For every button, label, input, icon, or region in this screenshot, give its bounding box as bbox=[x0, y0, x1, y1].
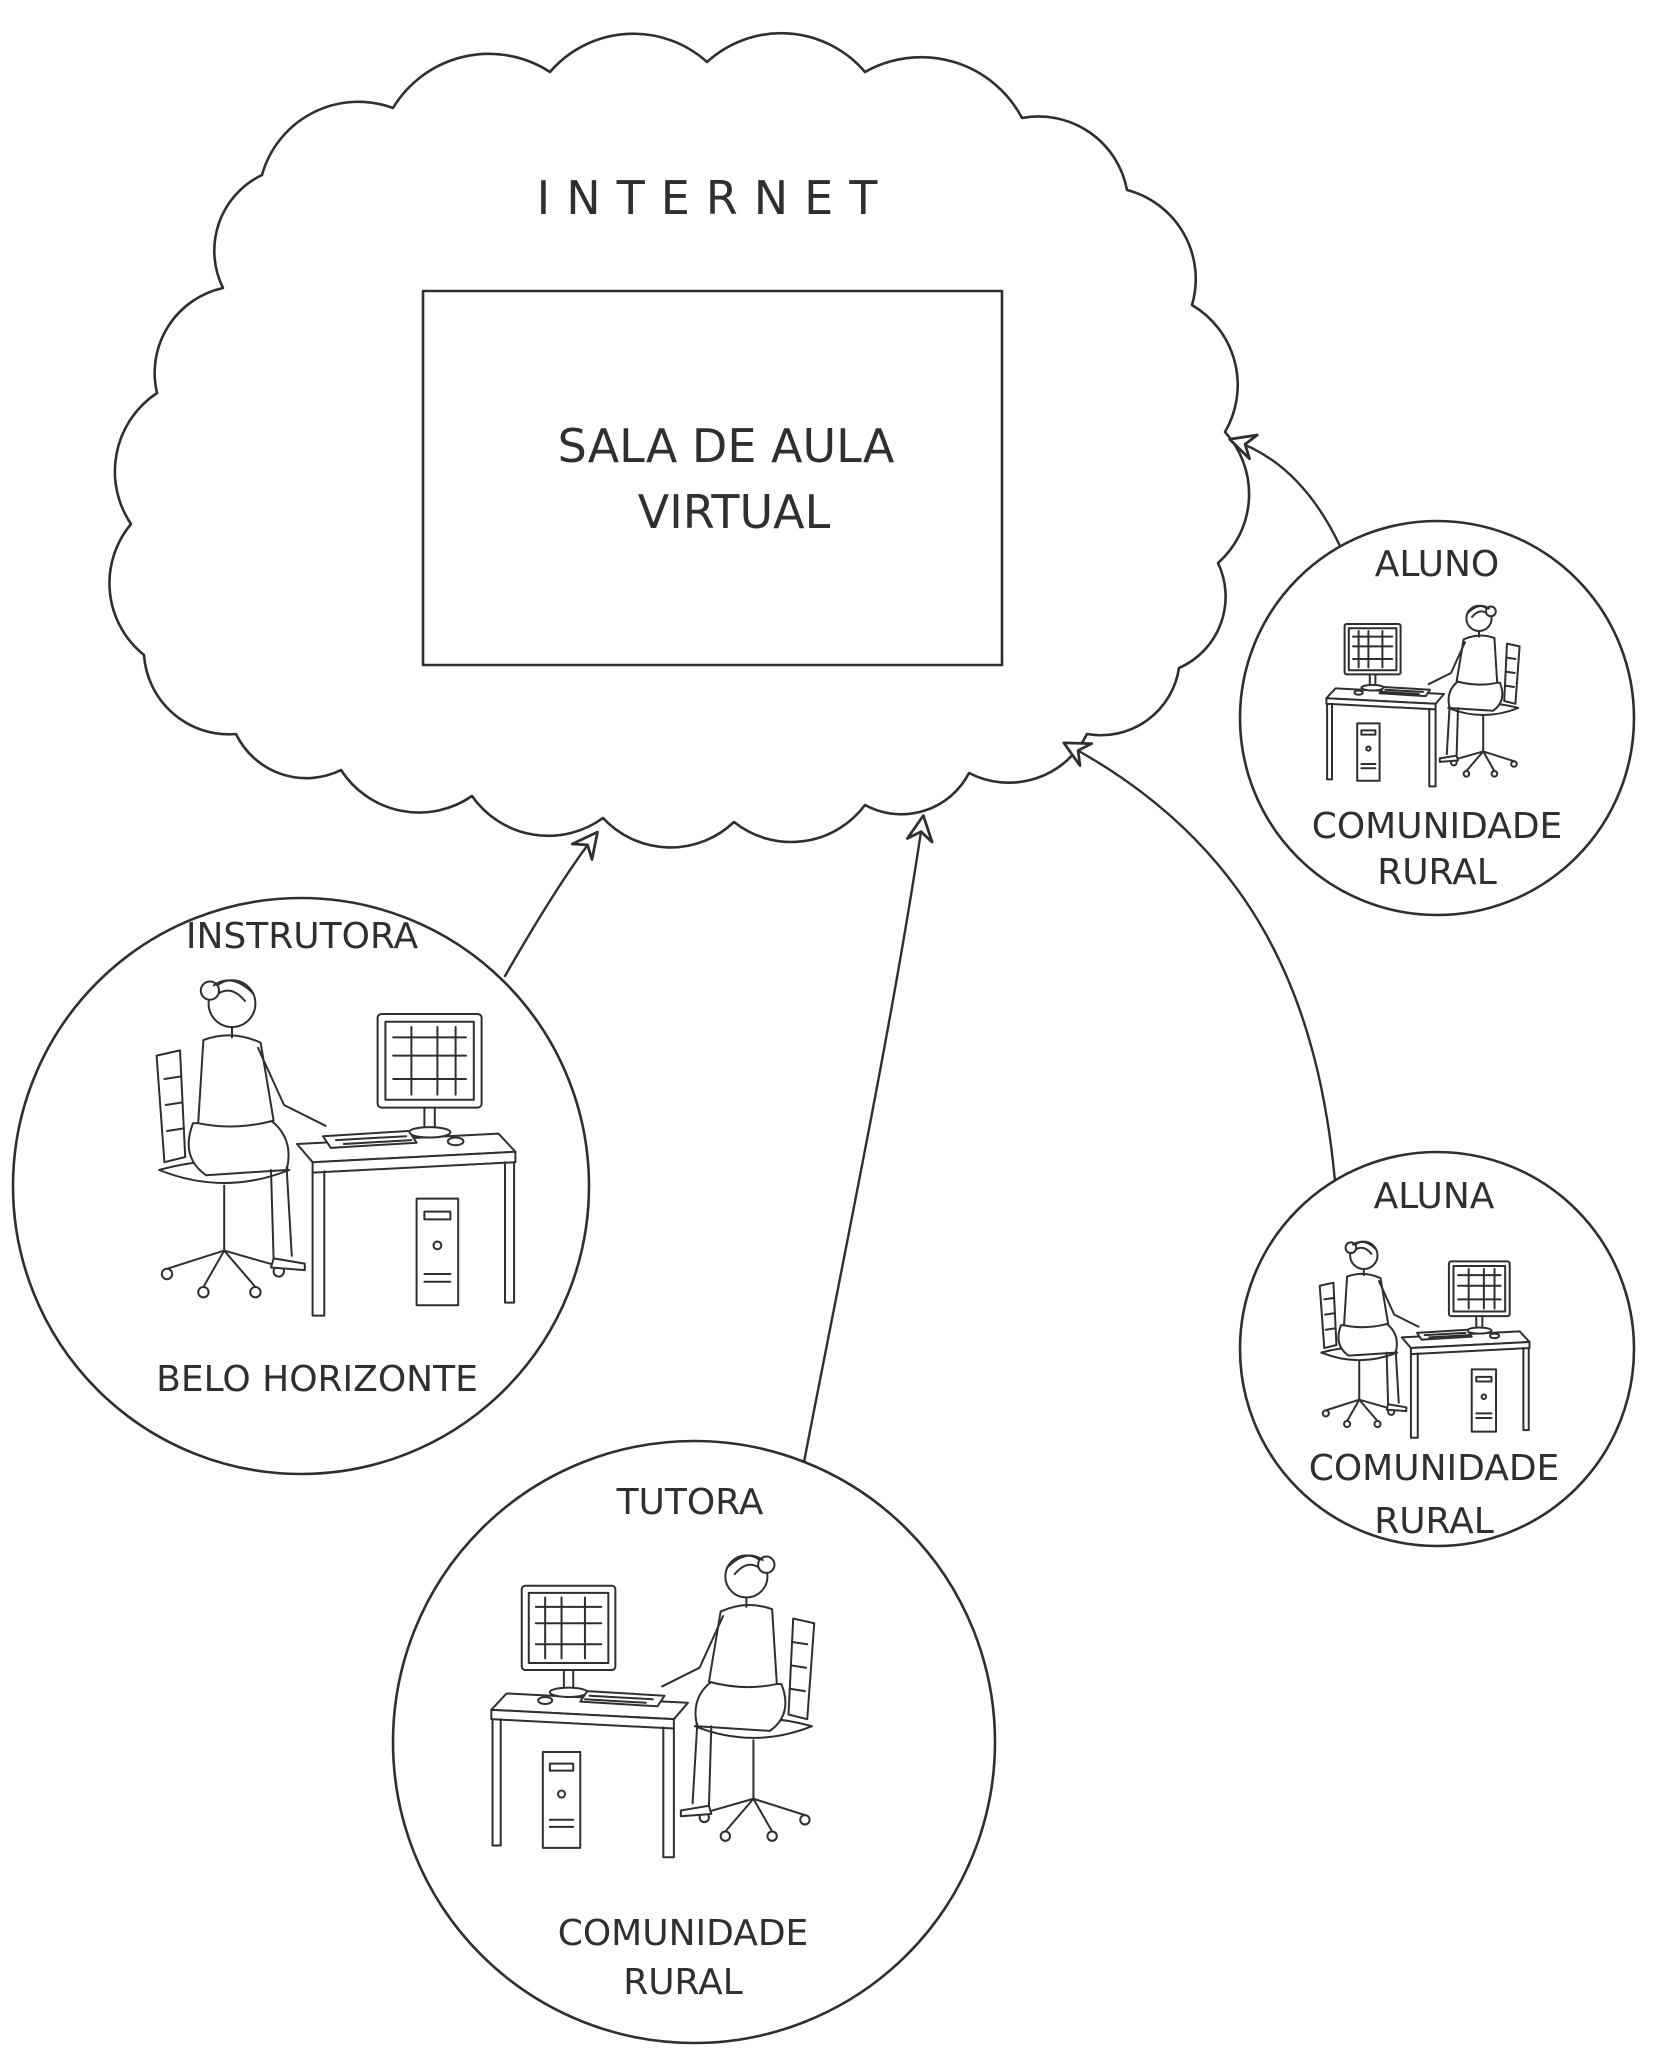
computer-tower bbox=[1357, 723, 1379, 780]
workstation-drawing bbox=[491, 1555, 814, 1857]
cloud-outline bbox=[108, 31, 1251, 849]
aluno-role-label: ALUNO bbox=[1375, 544, 1500, 585]
keyboard bbox=[1380, 687, 1430, 696]
aluna-place-line1: COMUNIDADE bbox=[1309, 1448, 1560, 1489]
aluna-place-line2: RURAL bbox=[1374, 1501, 1494, 1542]
virtual-classroom-title-line2: VIRTUAL bbox=[638, 485, 831, 539]
computer-monitor bbox=[1345, 624, 1401, 691]
computer-tower bbox=[1472, 1369, 1496, 1431]
workstation-drawing bbox=[1326, 606, 1519, 787]
internet-cloud: INTERNET SALA DE AULA VIRTUAL bbox=[108, 31, 1251, 849]
aluno-place-line1: COMUNIDADE bbox=[1312, 806, 1563, 847]
aluno-arrow bbox=[1228, 433, 1342, 548]
cloud-title: INTERNET bbox=[537, 171, 894, 225]
tutora-place-line2: RURAL bbox=[623, 1962, 743, 2003]
instrutora-illustration bbox=[157, 980, 516, 1315]
instrutora-place-line1: BELO HORIZONTE bbox=[156, 1359, 478, 1400]
tutora-node: TUTORA bbox=[391, 1439, 997, 2045]
keyboard bbox=[580, 1691, 664, 1706]
computer-monitor bbox=[522, 1586, 616, 1697]
computer-tower bbox=[543, 1752, 580, 1848]
virtual-classroom-title-line1: SALA DE AULA bbox=[558, 419, 895, 473]
tutora-place-line1: COMUNIDADE bbox=[558, 1913, 809, 1954]
aluno-node: ALUNO bbox=[1238, 519, 1636, 917]
virtual-classroom-frame bbox=[421, 289, 1004, 667]
person-figure bbox=[1429, 606, 1503, 762]
aluna-role-label: ALUNA bbox=[1374, 1176, 1495, 1217]
computer-mouse bbox=[448, 1138, 464, 1146]
instrutora-role-label: INSTRUTORA bbox=[186, 916, 419, 957]
aluna-arrow bbox=[1062, 741, 1337, 1183]
tutora-arrow bbox=[802, 814, 934, 1464]
workstation-drawing bbox=[157, 980, 516, 1315]
virtual-classroom-box: SALA DE AULA VIRTUAL bbox=[421, 289, 1004, 667]
keyboard bbox=[1417, 1330, 1472, 1340]
aluno-illustration bbox=[1326, 606, 1519, 787]
person-figure bbox=[189, 980, 326, 1270]
instrutora-node: INSTRUTORA bbox=[11, 896, 591, 1476]
computer-monitor bbox=[1449, 1261, 1510, 1333]
aluno-place-line2: RURAL bbox=[1377, 852, 1497, 893]
aluno-circle bbox=[1238, 519, 1636, 917]
computer-mouse bbox=[1354, 691, 1362, 695]
instrutora-arrow bbox=[503, 830, 599, 978]
aluna-illustration bbox=[1320, 1242, 1530, 1438]
tutora-illustration bbox=[491, 1555, 814, 1857]
person-figure bbox=[662, 1555, 785, 1816]
computer-tower bbox=[417, 1199, 459, 1306]
office-chair bbox=[1448, 644, 1519, 777]
computer-monitor bbox=[378, 1014, 482, 1138]
keyboard bbox=[323, 1131, 417, 1148]
aluna-node: ALUNA bbox=[1238, 1150, 1636, 1548]
tutora-role-label: TUTORA bbox=[616, 1482, 764, 1523]
computer-mouse bbox=[538, 1697, 552, 1704]
person-figure bbox=[1338, 1242, 1418, 1411]
computer-mouse bbox=[1490, 1334, 1499, 1339]
workstation-drawing bbox=[1320, 1242, 1530, 1438]
